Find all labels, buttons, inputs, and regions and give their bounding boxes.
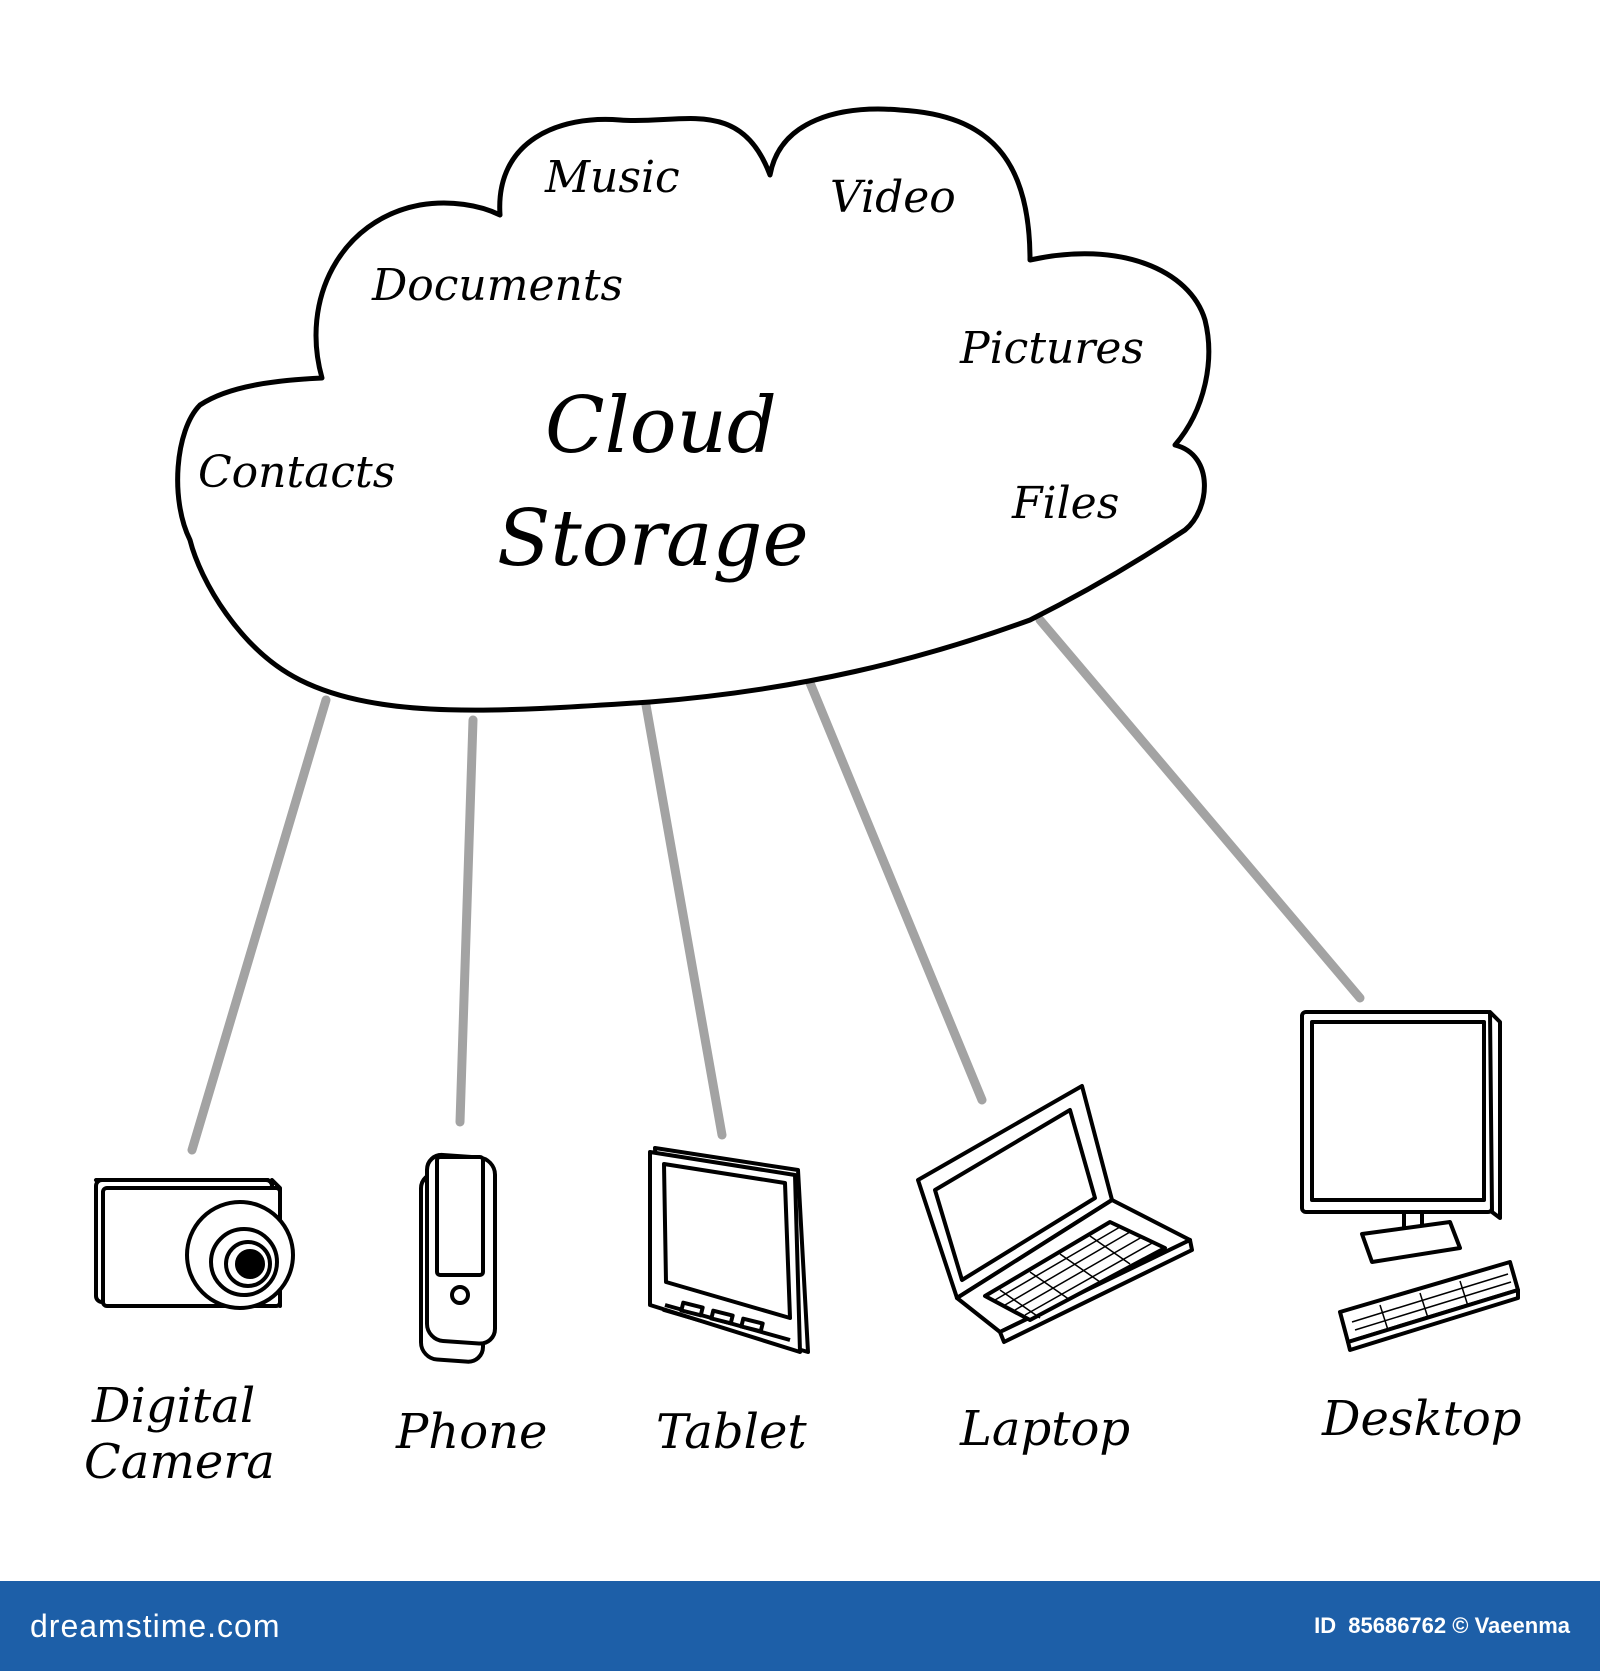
cloud-shape — [175, 106, 1212, 713]
connector-line-tablet — [641, 700, 727, 1140]
content-label-video: Video — [830, 172, 956, 223]
watermark-footer: dreamstime.com ID 85686762 © Vaeenma — [0, 1581, 1600, 1671]
device-label-camera-line1: Digital — [91, 1378, 255, 1434]
laptop-icon — [916, 1084, 1194, 1344]
connector-line-camera — [187, 695, 331, 1155]
device-label-laptop: Laptop — [959, 1401, 1130, 1457]
connector-line-desktop — [1035, 615, 1365, 1003]
content-label-documents: Documents — [371, 260, 623, 311]
footer-id-label: ID — [1314, 1613, 1337, 1638]
cloud-title-line1: Cloud — [545, 381, 777, 471]
device-label-desktop: Desktop — [1321, 1391, 1522, 1447]
device-label-camera-line2: Camera — [84, 1434, 275, 1490]
content-label-pictures: Pictures — [959, 323, 1144, 374]
cloud-title-line2: Storage — [497, 494, 809, 584]
connector-line-phone — [455, 715, 478, 1127]
footer-id-number: 85686762 — [1348, 1613, 1447, 1638]
content-label-contacts: Contacts — [198, 447, 395, 498]
camera-icon — [94, 1178, 295, 1310]
connector-lines — [187, 615, 1365, 1155]
device-label-tablet: Tablet — [656, 1404, 807, 1460]
phone-icon — [419, 1152, 497, 1364]
device-label-phone: Phone — [395, 1404, 547, 1460]
footer-copyright: © Vaeenma — [1452, 1613, 1570, 1638]
tablet-icon — [648, 1146, 810, 1354]
desktop-icon — [1300, 1010, 1520, 1352]
content-label-files: Files — [1011, 478, 1119, 529]
footer-brand[interactable]: dreamstime.com — [30, 1607, 281, 1644]
connector-line-laptop — [803, 673, 987, 1105]
footer-credit: ID 85686762 © Vaeenma — [1314, 1613, 1570, 1639]
content-label-music: Music — [544, 152, 680, 203]
